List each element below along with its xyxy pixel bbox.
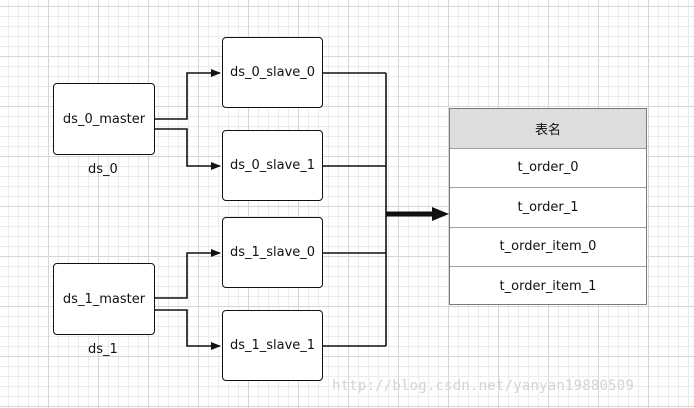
table-row: t_order_item_1 bbox=[499, 279, 597, 295]
bus-arrow-head bbox=[432, 207, 449, 221]
ds-0-caption: ds_0 bbox=[88, 162, 118, 177]
table-row: t_order_item_0 bbox=[450, 228, 646, 267]
ds-1-slave-0-label: ds_1_slave_0 bbox=[229, 245, 316, 260]
ds-1-master-node: ds_1_master bbox=[53, 263, 155, 335]
table-name-list: 表名 t_order_0 t_order_1 t_order_item_0 t_… bbox=[449, 108, 647, 305]
ds-0-master-node: ds_0_master bbox=[53, 83, 155, 155]
ds-0-slave-0-label: ds_0_slave_0 bbox=[229, 65, 316, 80]
ds-1-master-label: ds_1_master bbox=[62, 291, 146, 307]
ds-1-caption: ds_1 bbox=[88, 342, 118, 357]
ds-0-slave-1-label: ds_0_slave_1 bbox=[229, 158, 316, 173]
connector-master1-slave3 bbox=[155, 309, 221, 350]
table-row: t_order_0 bbox=[450, 149, 646, 188]
ds-0-slave-0-node: ds_0_slave_0 bbox=[222, 37, 323, 108]
watermark-url: http://blog.csdn.net/yanyan19880509 bbox=[332, 378, 635, 394]
ds-1-slave-0-node: ds_1_slave_0 bbox=[222, 217, 323, 288]
connector-master1-slave2 bbox=[155, 249, 221, 299]
table-header: 表名 bbox=[450, 109, 646, 149]
table-row: t_order_1 bbox=[450, 188, 646, 228]
ds-0-master-label: ds_0_master bbox=[62, 111, 146, 127]
ds-0-slave-1-node: ds_0_slave_1 bbox=[222, 130, 323, 201]
connector-master0-slave1 bbox=[155, 128, 221, 170]
ds-1-slave-1-node: ds_1_slave_1 bbox=[222, 310, 323, 381]
ds-1-slave-1-label: ds_1_slave_1 bbox=[229, 338, 316, 353]
connector-master0-slave0 bbox=[155, 69, 221, 120]
